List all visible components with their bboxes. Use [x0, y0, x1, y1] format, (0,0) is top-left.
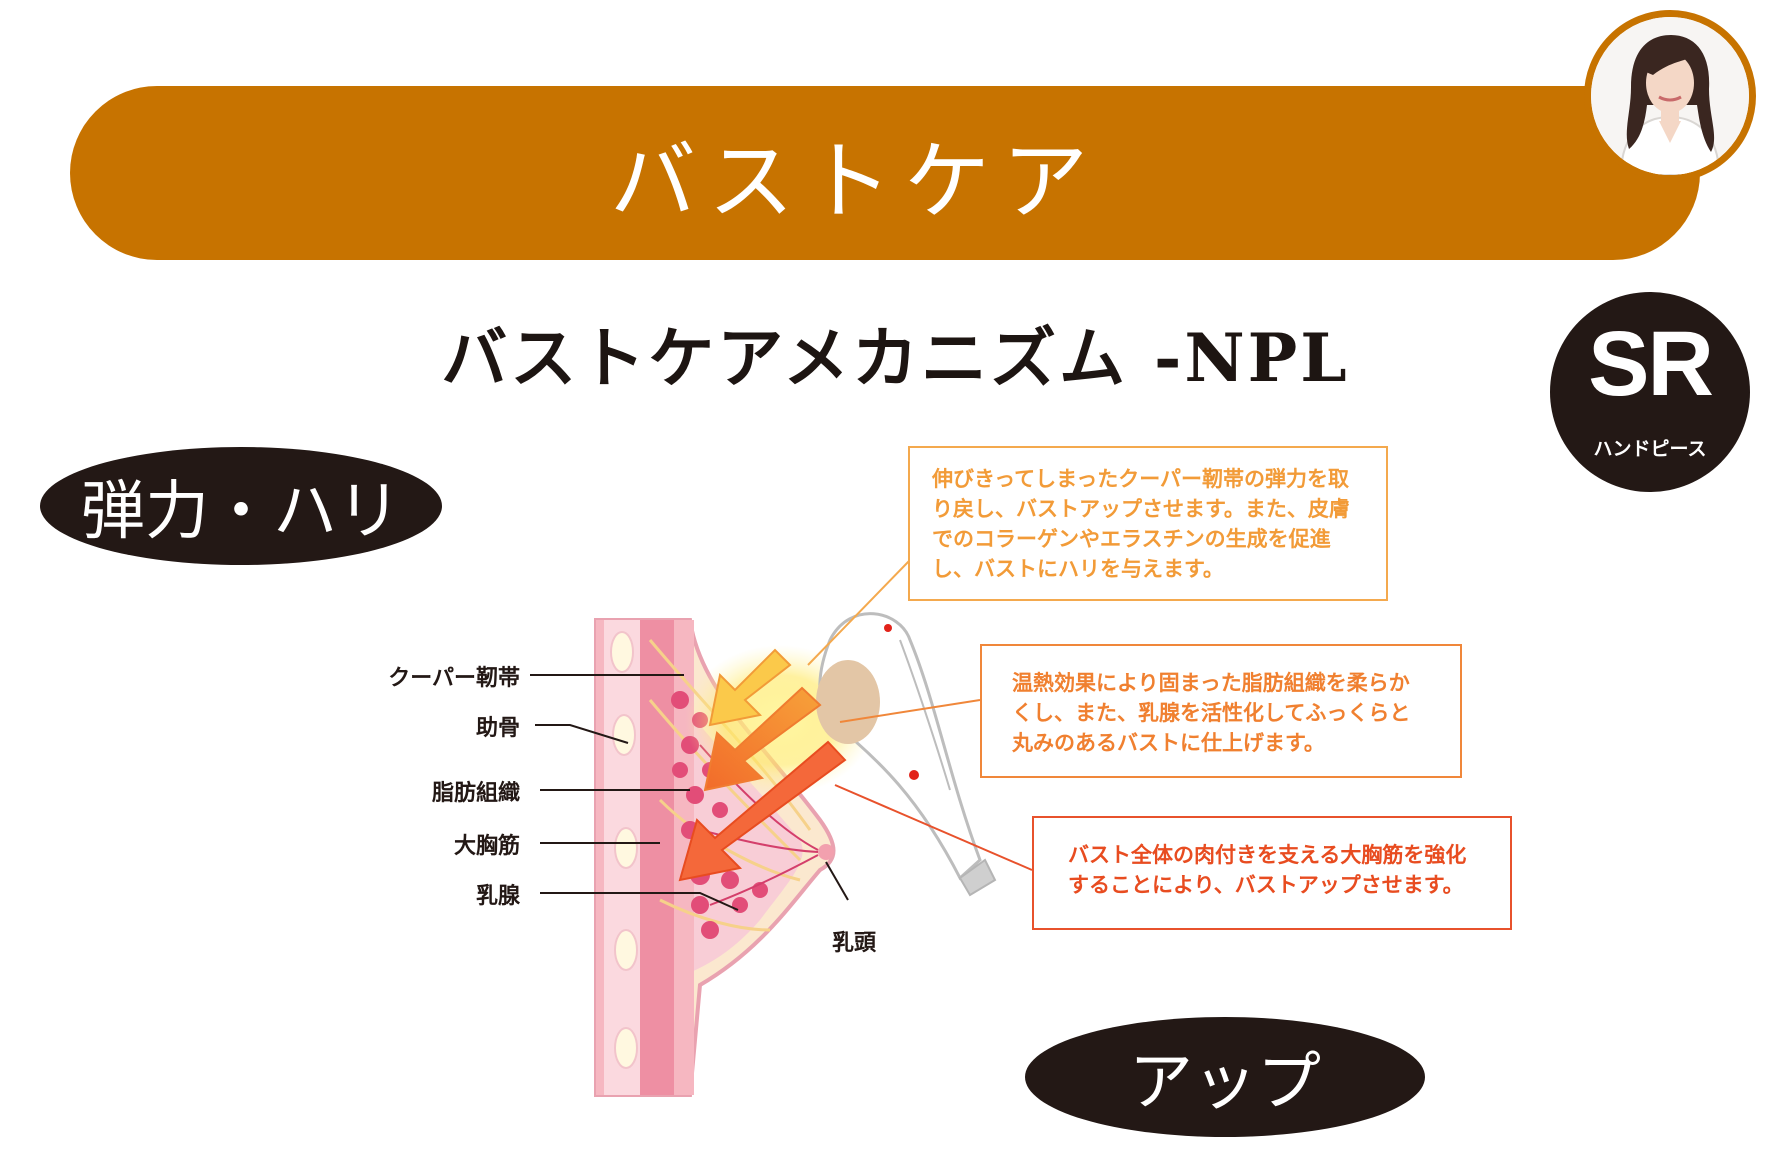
label-leader-lines [530, 674, 849, 911]
description-text-1: 伸びきってしまったクーパー靭帯の弾力を取り戻し、バストアップさせます。また、皮膚… [932, 467, 1350, 581]
description-text-3: バスト全体の肉付きを支える大胸筋を強化することにより、バストアップさせます。 [1068, 843, 1467, 897]
pectoral-muscle-layer [640, 620, 674, 1095]
sr-badge-main: SR [1588, 313, 1714, 415]
elasticity-tag-label: 弾力・ハリ [81, 475, 401, 549]
connector-line-3 [834, 784, 1033, 871]
bust-up-tag: アップ [1025, 1017, 1425, 1137]
handpiece-device-icon [816, 612, 997, 897]
label-mammary-gland: 乳腺 [475, 884, 520, 909]
sr-badge-sub: ハンドピース [1593, 438, 1707, 460]
label-cooper-ligament: クーパー靭帯 [388, 666, 520, 691]
label-fat-tissue: 脂肪組織 [431, 781, 520, 806]
label-rib: 助骨 [475, 716, 520, 741]
label-pectoral-muscle: 大胸筋 [453, 834, 520, 859]
description-box-fat-gland: 温熱効果により固まった脂肪組織を柔らかくし、また、乳腺を活性化してふっくらと丸み… [980, 644, 1462, 778]
mechanism-title: バストケアメカニズム -NPL [441, 319, 1350, 397]
sr-handpiece-badge: SR ハンドピース [1550, 292, 1750, 492]
doctor-avatar [1584, 10, 1756, 182]
bust-up-tag-label: アップ [1129, 1046, 1321, 1120]
label-nipple: 乳頭 [832, 931, 877, 956]
rib-bones [610, 631, 638, 1069]
page-title: バストケア [610, 131, 1100, 232]
elasticity-tag: 弾力・ハリ [40, 447, 442, 565]
heat-arrow-1-icon [708, 648, 792, 727]
nipple [818, 844, 834, 860]
description-box-elasticity: 伸びきってしまったクーパー靭帯の弾力を取り戻し、バストアップさせます。また、皮膚… [908, 446, 1388, 601]
title-banner: バストケア [70, 86, 1700, 260]
connector-line-1 [807, 559, 911, 666]
connector-line-2 [839, 699, 981, 723]
heat-arrow-2-icon [703, 686, 822, 792]
description-box-pectoral: バスト全体の肉付きを支える大胸筋を強化することにより、バストアップさせます。 [1032, 816, 1512, 930]
description-text-2: 温熱効果により固まった脂肪組織を柔らかくし、また、乳腺を活性化してふっくらと丸み… [1012, 671, 1411, 755]
heat-arrow-3-icon [678, 740, 847, 882]
doctor-portrait-icon [1591, 17, 1749, 175]
